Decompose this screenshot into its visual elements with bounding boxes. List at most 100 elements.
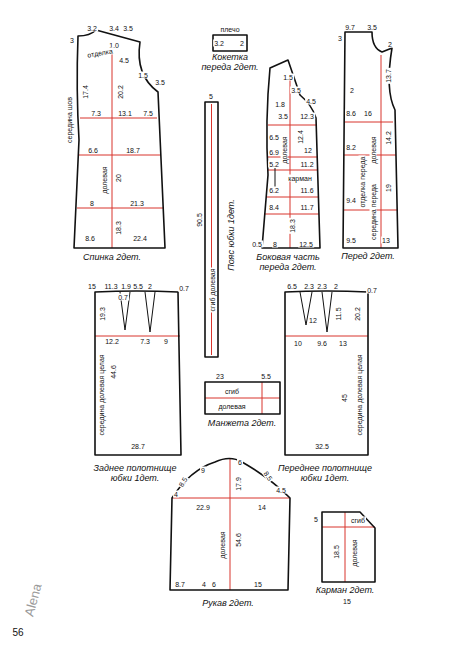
dimension-label: 1.5 xyxy=(282,74,294,81)
construction-line xyxy=(205,398,280,399)
dimension-label: долевая xyxy=(370,135,377,164)
dimension-label: 0.7 xyxy=(178,285,190,292)
piece-contour xyxy=(170,459,290,591)
dart-line xyxy=(300,292,312,325)
construction-line xyxy=(95,336,180,337)
dimension-label: 13.1 xyxy=(117,110,133,117)
dimension-label: 1.0 xyxy=(108,42,120,49)
dimension-label: 3.5 xyxy=(154,79,166,86)
pattern-piece: Перед 2дет. xyxy=(334,22,401,266)
dimension-label: 6 xyxy=(237,459,243,466)
piece-name: Карман 2дет. xyxy=(311,586,379,596)
dimension-label: 12.2 xyxy=(104,338,120,345)
dimension-label: 19 xyxy=(385,183,392,193)
piece-outline xyxy=(66,22,174,270)
piece-contour xyxy=(95,291,181,455)
dimension-label: 28.7 xyxy=(130,443,146,450)
dimension-label: середина долевая целая xyxy=(98,353,105,436)
dimension-label: 9.6 xyxy=(316,340,328,347)
dimension-label: 17.4 xyxy=(82,84,89,100)
dimension-label: 4.5 xyxy=(305,98,317,105)
dimension-label: 6.5 xyxy=(286,283,298,290)
piece-name: Манжета 2дет. xyxy=(199,419,285,429)
dimension-label: 15 xyxy=(253,581,263,588)
pattern-piece: Пояс юбки 1дет. xyxy=(194,93,242,361)
construction-line xyxy=(112,42,113,248)
dimension-label: 3.4 xyxy=(108,25,120,32)
piece-outline xyxy=(164,452,296,614)
dimension-label: 22.9 xyxy=(195,504,211,511)
dimension-label: 1.8 xyxy=(274,101,286,108)
construction-line xyxy=(268,125,316,126)
dimension-label: 2.3 xyxy=(303,283,315,290)
piece-name: Рукав 2дет. xyxy=(168,599,288,609)
dimension-label: 3.2 xyxy=(86,25,98,32)
construction-line xyxy=(79,155,161,156)
dimension-label: 11.3 xyxy=(103,283,118,290)
dimension-label: 20.2 xyxy=(354,306,361,322)
dimension-label: 9.7 xyxy=(344,24,356,31)
dimension-label: 3 xyxy=(337,35,343,42)
dimension-label: сгиб долевая xyxy=(208,267,215,312)
dimension-label: 4 xyxy=(173,491,179,498)
dimension-label: 4 xyxy=(201,581,207,588)
dimension-label: 2.3 xyxy=(316,283,328,290)
construction-line xyxy=(230,459,231,590)
dimension-label: 2 xyxy=(239,40,245,47)
dimension-label: 6 xyxy=(211,581,217,588)
dimension-label: 9.5 xyxy=(345,237,357,244)
construction-line xyxy=(262,382,263,414)
piece-contour xyxy=(285,291,368,455)
dimension-label: 14.2 xyxy=(385,130,392,146)
dimension-label: середина шов xyxy=(66,96,73,144)
dimension-label: 5 xyxy=(208,93,214,100)
dimension-label: 1.9 xyxy=(120,283,132,290)
piece-name: Пояс юбки 1дет. xyxy=(227,199,237,271)
dimension-label: 3.5 xyxy=(290,87,302,94)
dimension-label: 17.9 xyxy=(235,476,242,492)
dimension-label: 12.4 xyxy=(297,129,304,145)
dimension-label: 0.7 xyxy=(117,294,129,301)
dimension-label: долевая xyxy=(101,165,108,194)
dimension-label: 44.6 xyxy=(110,364,117,380)
dimension-label: 2 xyxy=(349,87,355,94)
piece-name: Боковая часть переда 2дет. xyxy=(251,253,325,273)
dimension-label: 18.3 xyxy=(289,218,296,234)
dimension-label: 2 xyxy=(387,41,393,48)
dimension-label: долевая xyxy=(219,530,226,559)
construction-line xyxy=(264,214,319,215)
dimension-label: 18.3 xyxy=(115,220,122,236)
dimension-label: 12.5 xyxy=(298,241,314,248)
dimension-label: 1.5 xyxy=(137,72,149,79)
piece-outline xyxy=(250,56,326,274)
dimension-label: 18.7 xyxy=(125,147,141,154)
pattern-piece: Переднее полотнище юбки 1дет. xyxy=(280,278,380,486)
dimension-label: 20 xyxy=(115,173,122,183)
dimension-label: 3.5 xyxy=(122,25,134,32)
dimension-label: 12 xyxy=(303,147,313,154)
dimension-label: 8.6 xyxy=(84,235,96,242)
dimension-label: 12 xyxy=(308,317,318,324)
dimension-label: 8.4 xyxy=(268,204,280,211)
dart-line xyxy=(145,292,155,332)
dimension-label: 3 xyxy=(69,37,75,44)
dimension-label: 7.3 xyxy=(90,110,102,117)
dimension-label: 11.2 xyxy=(299,161,314,168)
pattern-piece: Манжета 2дет. xyxy=(198,368,288,432)
dimension-label: 2 xyxy=(147,283,153,290)
dimension-label: долевая xyxy=(281,135,288,164)
construction-line xyxy=(290,80,291,248)
construction-line xyxy=(345,512,346,582)
dimension-label: 7.5 xyxy=(142,110,154,117)
dimension-label: 6.5 xyxy=(268,134,280,141)
construction-line xyxy=(80,118,157,119)
piece-contour xyxy=(343,32,398,248)
dimension-label: 23 xyxy=(215,373,225,380)
construction-line xyxy=(322,527,375,528)
piece-name: Перед 2дет. xyxy=(337,252,399,262)
dimension-label: 11.5 xyxy=(335,306,342,321)
dimension-label: 54.6 xyxy=(235,532,242,548)
dimension-label: 19.3 xyxy=(99,306,106,322)
dimension-label: 0.7 xyxy=(366,287,378,294)
dimension-label: 90.5 xyxy=(196,212,203,228)
